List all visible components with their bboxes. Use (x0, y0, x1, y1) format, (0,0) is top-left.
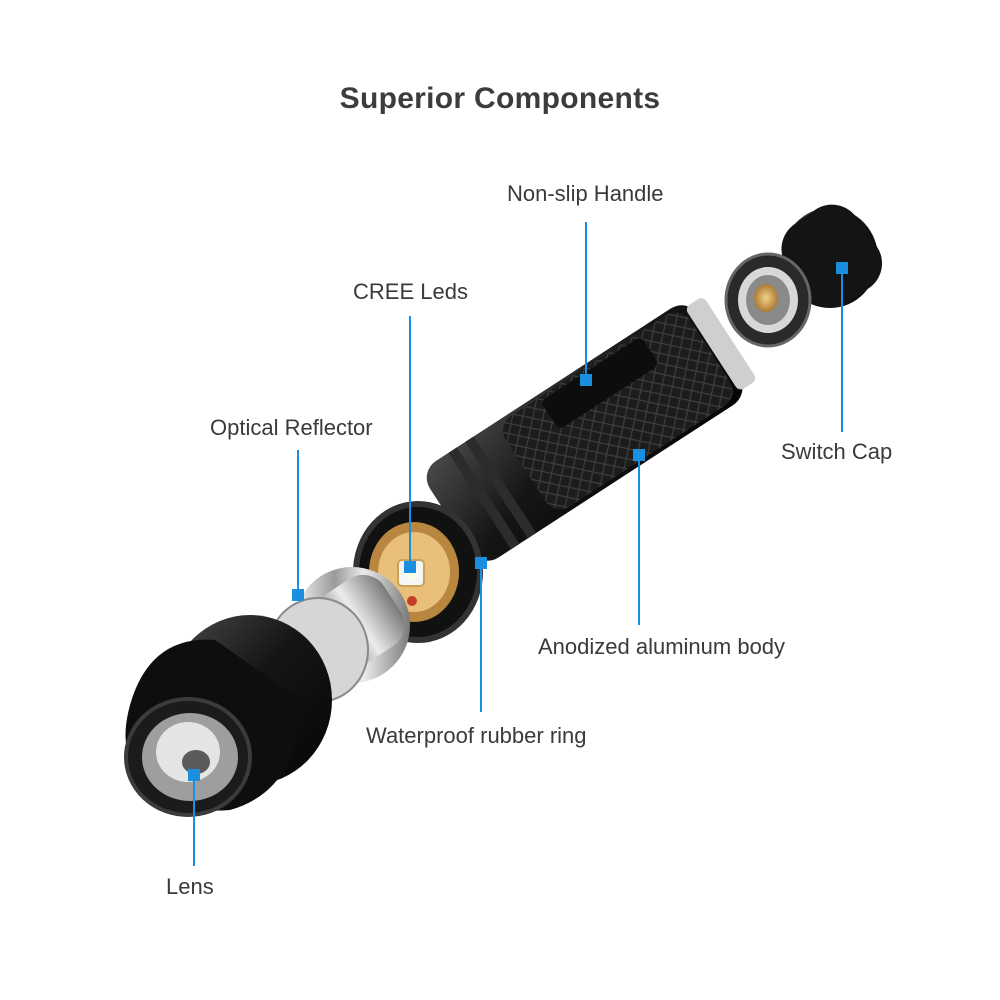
label-lens: Lens (166, 874, 214, 899)
label-optical-reflector: Optical Reflector (210, 415, 373, 440)
callout-markers (188, 262, 848, 781)
marker-handle (580, 374, 592, 386)
page-title: Superior Components (339, 82, 661, 115)
marker-switch (836, 262, 848, 274)
marker-cree (404, 561, 416, 573)
marker-ring (475, 557, 487, 569)
callout-lines (193, 222, 843, 866)
label-anodized-body: Anodized aluminum body (538, 634, 786, 659)
marker-lens (188, 769, 200, 781)
marker-reflector (292, 589, 304, 601)
switch-cap-part (724, 204, 883, 348)
marker-body (633, 449, 645, 461)
label-waterproof-ring: Waterproof rubber ring (366, 723, 587, 748)
flashlight-body (426, 298, 756, 561)
label-switch-cap: Switch Cap (781, 439, 893, 464)
label-cree-leds: CREE Leds (353, 279, 468, 304)
optical-reflector-part (267, 567, 410, 703)
bezel-head-part (124, 615, 332, 817)
label-non-slip-handle: Non-slip Handle (507, 181, 664, 206)
